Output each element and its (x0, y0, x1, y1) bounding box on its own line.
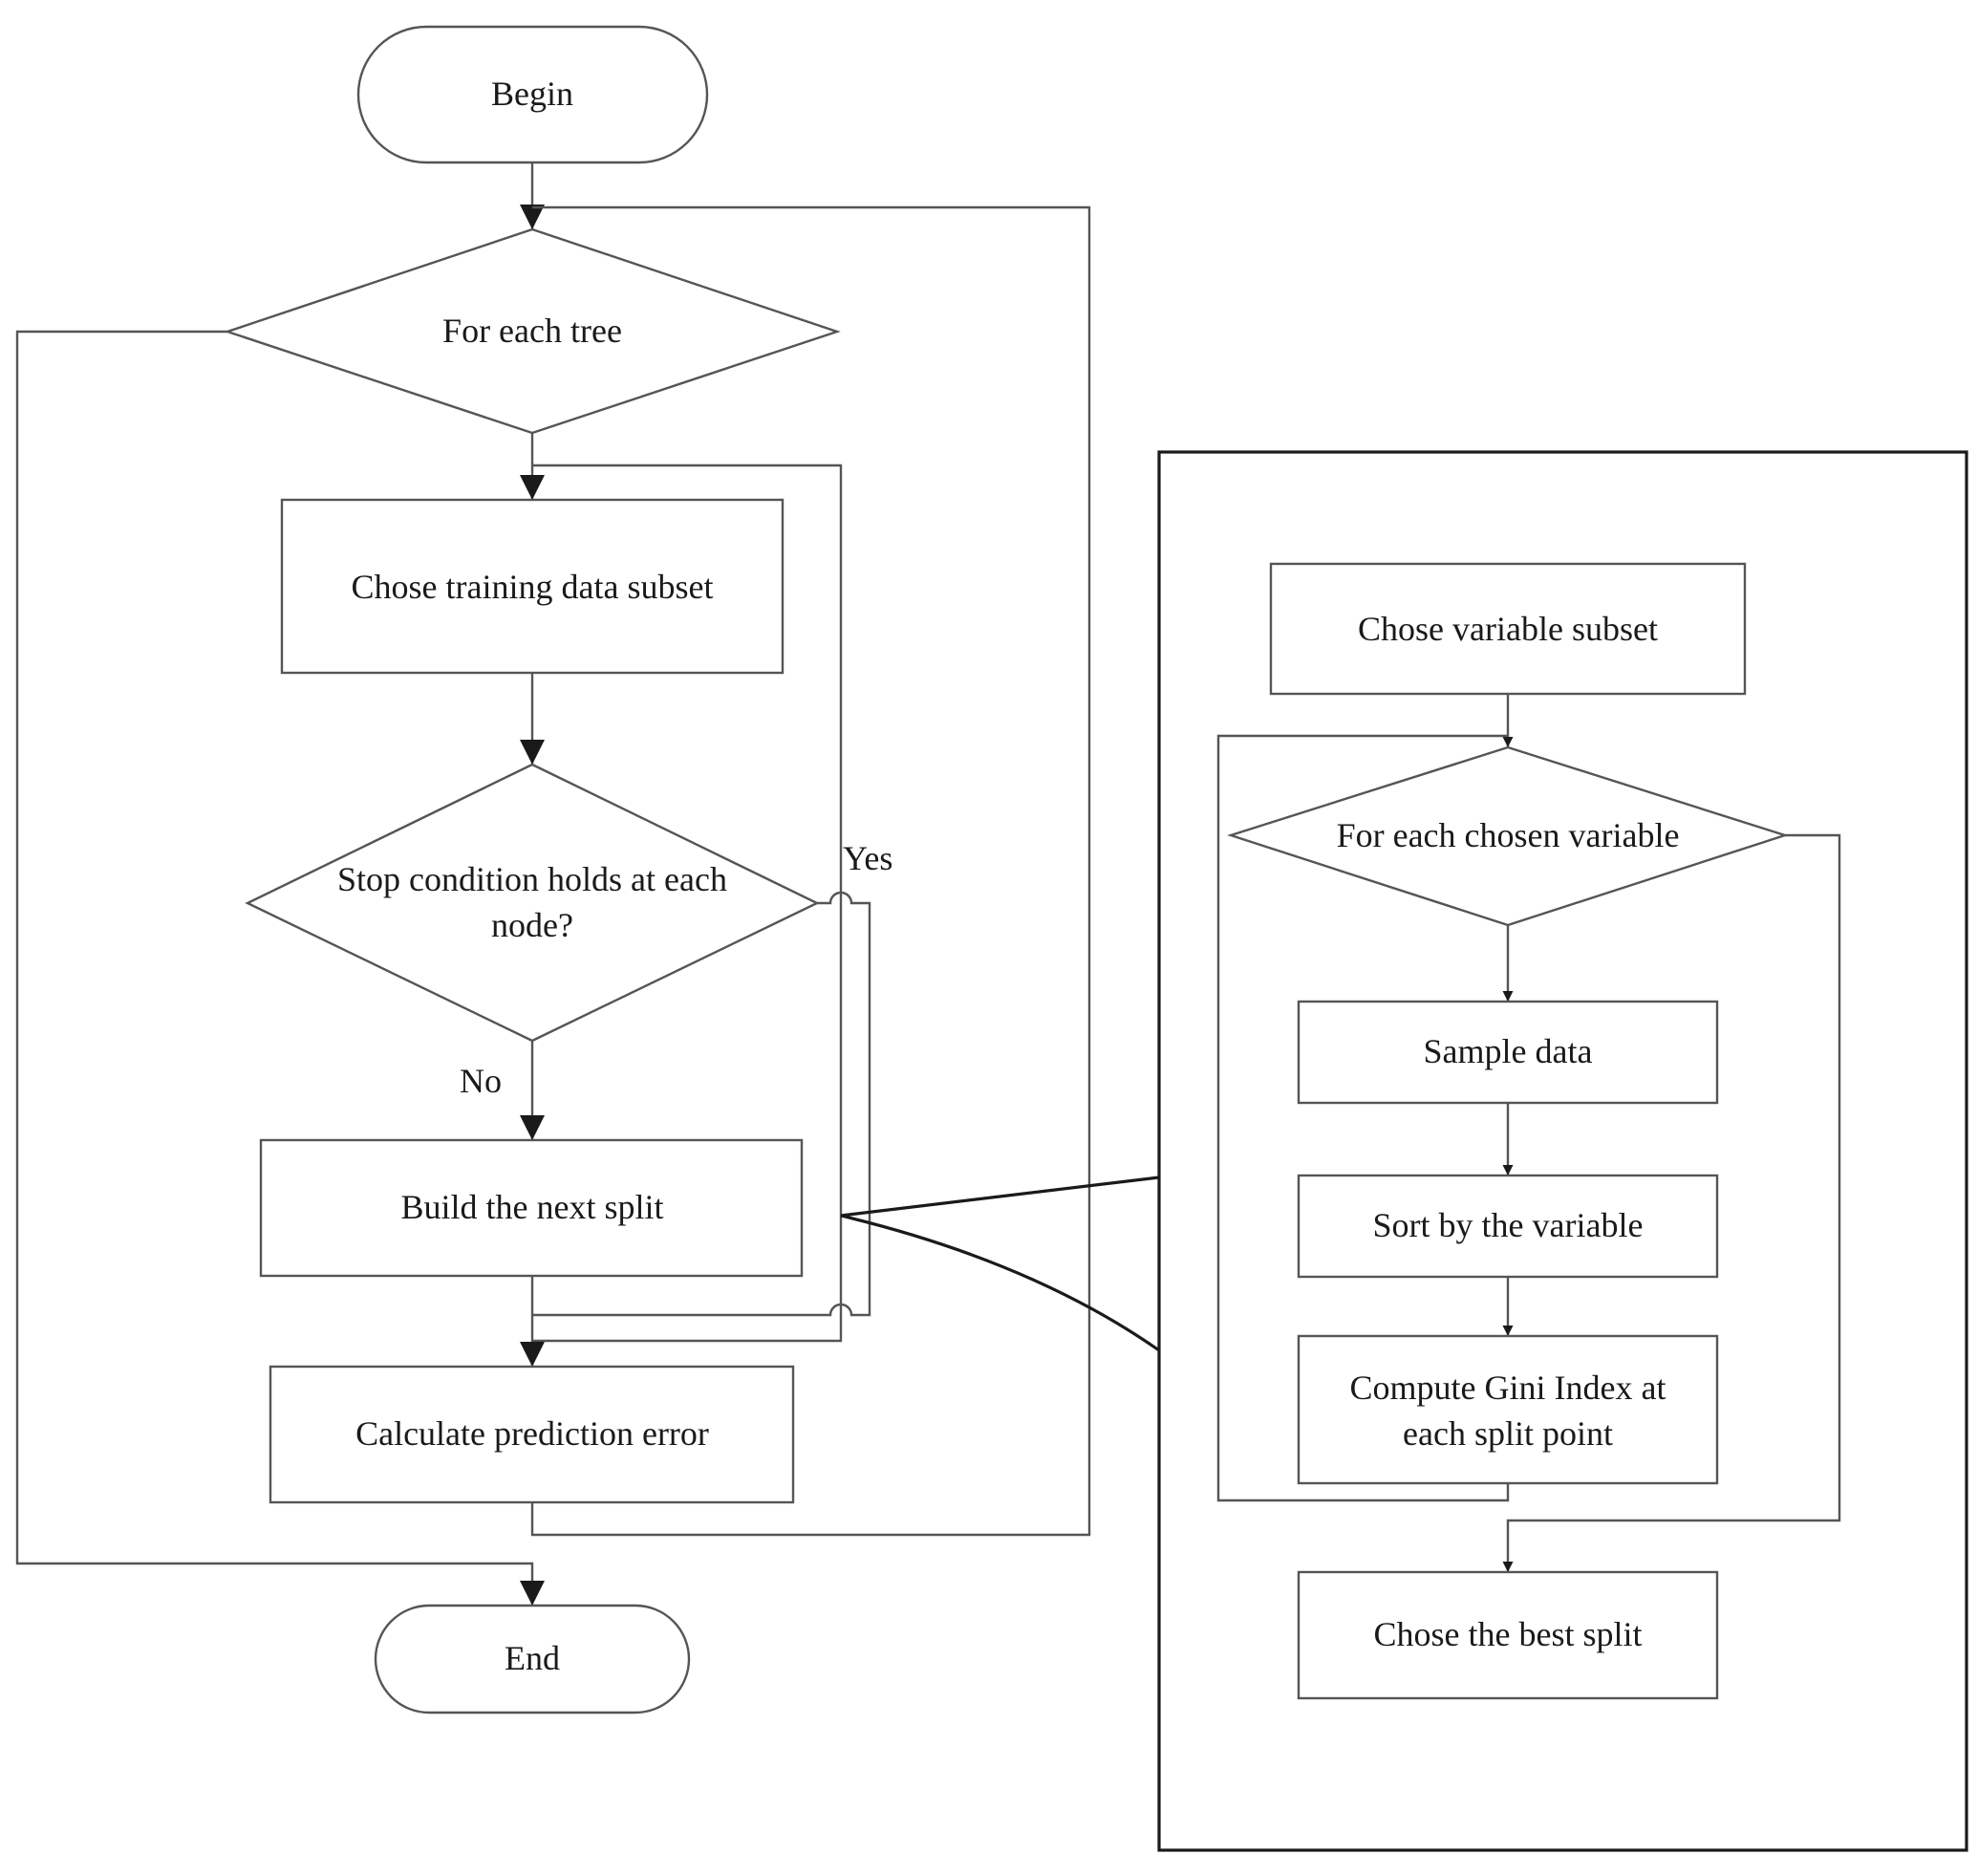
yes-label: Yes (843, 839, 892, 877)
loop-back-to-training (532, 464, 843, 1343)
stop-condition-label-line2: node? (491, 906, 573, 944)
zoom-connector-lower (840, 1214, 1160, 1352)
chose-best-split-label: Chose the best split (1374, 1615, 1643, 1653)
for-each-tree-decision: For each tree (224, 227, 841, 435)
calculate-error-box: Calculate prediction error (269, 1365, 795, 1504)
calculate-error-label: Calculate prediction error (355, 1414, 709, 1453)
detail-panel-frame (1157, 450, 1968, 1852)
stop-condition-label-line1: Stop condition holds at each (337, 860, 727, 898)
chose-variable-subset-box: Chose variable subset (1269, 562, 1747, 696)
sample-data-label: Sample data (1424, 1032, 1593, 1070)
build-next-split-box: Build the next split (259, 1138, 804, 1278)
for-each-tree-label: For each tree (442, 312, 622, 350)
no-label: No (460, 1062, 502, 1100)
for-each-variable-label: For each chosen variable (1337, 816, 1680, 854)
sample-data-box: Sample data (1297, 1000, 1719, 1105)
begin-node: Begin (356, 25, 709, 164)
stop-condition-decision: Stop condition holds at each node? (245, 763, 820, 1043)
arrow-variable-to-best (1502, 833, 1841, 1572)
compute-gini-box: Compute Gini Index at each split point (1297, 1334, 1719, 1485)
arrow-tree-to-end (15, 330, 545, 1606)
chose-training-subset-label: Chose training data subset (352, 568, 714, 606)
zoom-connector-upper (840, 1175, 1160, 1218)
for-each-variable-decision: For each chosen variable (1227, 745, 1789, 927)
loop-back-to-variable (1216, 734, 1510, 1502)
chose-best-split-box: Chose the best split (1297, 1570, 1719, 1700)
arrow-stop-yes-to-error (532, 891, 871, 1317)
begin-label: Begin (491, 75, 573, 113)
loop-back-to-tree (530, 205, 1091, 1537)
compute-gini-label-line2: each split point (1403, 1414, 1613, 1453)
end-label: End (505, 1639, 560, 1677)
chose-training-subset-box: Chose training data subset (280, 498, 785, 675)
sort-by-variable-label: Sort by the variable (1373, 1206, 1644, 1244)
sort-by-variable-box: Sort by the variable (1297, 1174, 1719, 1279)
end-node: End (374, 1604, 691, 1714)
compute-gini-label-line1: Compute Gini Index at (1350, 1369, 1666, 1407)
chose-variable-subset-label: Chose variable subset (1358, 610, 1658, 648)
build-next-split-label: Build the next split (401, 1188, 664, 1226)
